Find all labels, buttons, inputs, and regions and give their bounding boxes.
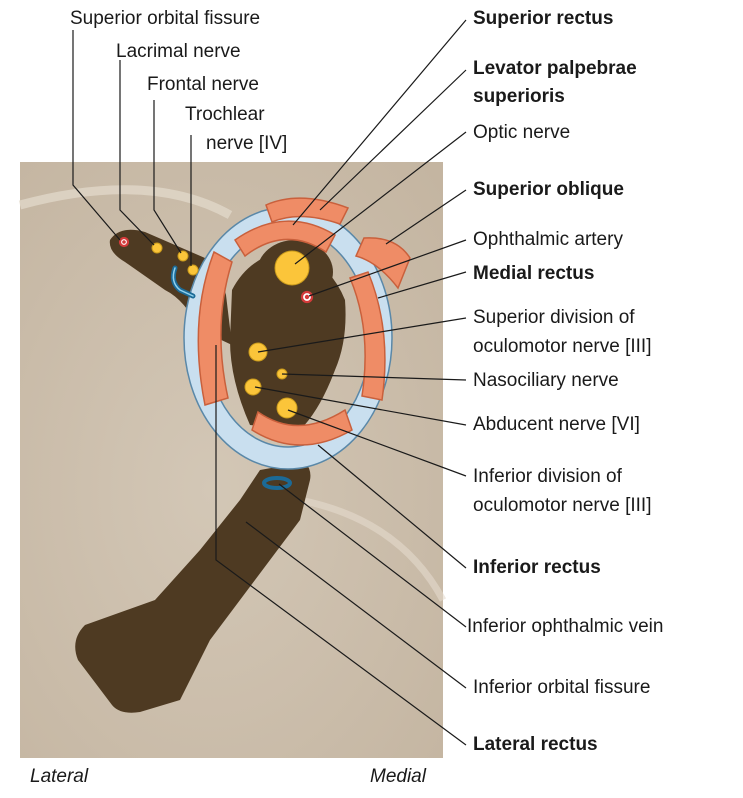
trochlear-nerve-dot <box>188 265 198 275</box>
label-ophthalmic-artery: Ophthalmic artery <box>473 229 623 251</box>
label-lacrimal-nerve: Lacrimal nerve <box>116 41 241 63</box>
label-superior-division-line1: Superior division of <box>473 307 635 329</box>
label-abducent-nerve: Abducent nerve [VI] <box>473 414 640 436</box>
label-inferior-division-line1: Inferior division of <box>473 466 622 488</box>
orientation-lateral: Lateral <box>30 766 88 788</box>
label-inferior-rectus: Inferior rectus <box>473 557 601 579</box>
frontal-nerve-dot <box>178 251 188 261</box>
label-lateral-rectus: Lateral rectus <box>473 734 598 756</box>
optic-nerve-dot <box>275 251 309 285</box>
label-superior-division-line2: oculomotor nerve [III] <box>473 336 651 358</box>
label-levator-line1: Levator palpebrae <box>473 58 637 80</box>
label-optic-nerve: Optic nerve <box>473 122 570 144</box>
artery-core <box>305 295 309 299</box>
label-trochlear-line1: Trochlear <box>185 104 265 126</box>
label-trochlear-line2: nerve [IV] <box>206 133 287 155</box>
label-inferior-ophthalmic-vein: Inferior ophthalmic vein <box>467 616 663 638</box>
label-superior-oblique: Superior oblique <box>473 179 624 201</box>
label-nasociliary-nerve: Nasociliary nerve <box>473 370 619 392</box>
label-frontal-nerve: Frontal nerve <box>147 74 259 96</box>
label-medial-rectus: Medial rectus <box>473 263 594 285</box>
label-inferior-orbital-fissure: Inferior orbital fissure <box>473 677 650 699</box>
label-superior-rectus: Superior rectus <box>473 8 613 30</box>
label-superior-orbital-fissure: Superior orbital fissure <box>70 8 260 30</box>
artery-core <box>122 240 126 244</box>
orientation-medial: Medial <box>370 766 426 788</box>
abducent-nerve-dot-2 <box>277 398 297 418</box>
label-inferior-division-line2: oculomotor nerve [III] <box>473 495 651 517</box>
abducent-nerve-dot-1 <box>245 379 261 395</box>
label-levator-line2: superioris <box>473 86 565 108</box>
